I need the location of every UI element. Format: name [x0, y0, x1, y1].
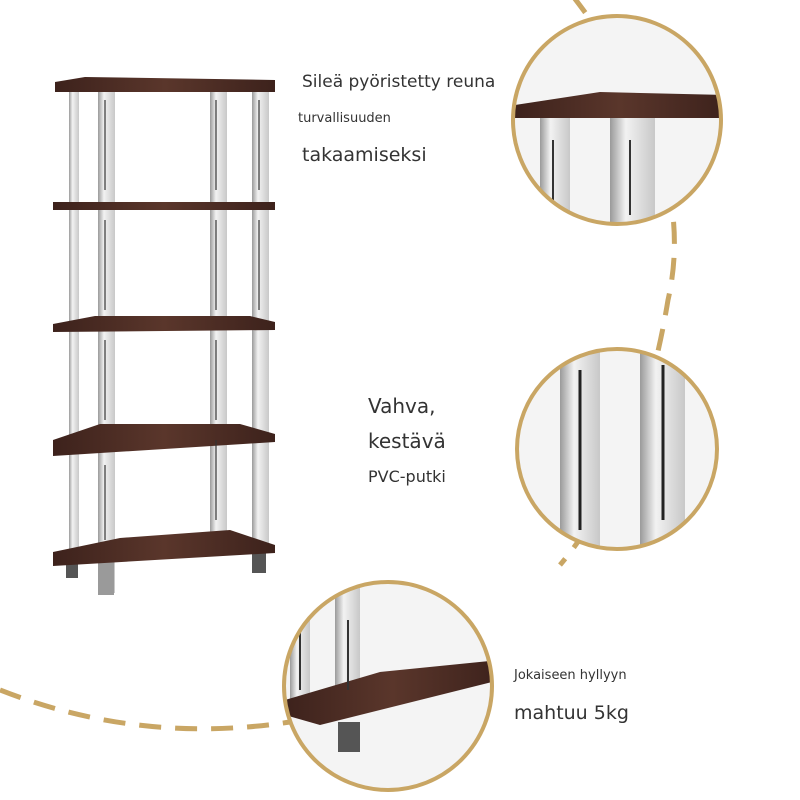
pipe-callout-line3: PVC-putki — [368, 467, 446, 486]
edge-callout-line2: turvallisuuden — [298, 111, 391, 126]
pipe-callout-line2: kestävä — [368, 429, 446, 453]
pipe-callout-line1: Vahva, — [368, 394, 436, 418]
shelf-unit — [53, 77, 275, 595]
edge-callout-line3: takaamiseksi — [302, 144, 427, 166]
detail-circle-edge — [511, 14, 723, 226]
capacity-callout-line2: mahtuu 5kg — [514, 702, 629, 724]
detail-circle-capacity — [282, 580, 494, 792]
edge-callout-line1: Sileä pyöristetty reuna — [302, 72, 496, 92]
capacity-callout-line1: Jokaiseen hyllyyn — [514, 668, 627, 683]
detail-circle-pipe — [515, 347, 719, 551]
